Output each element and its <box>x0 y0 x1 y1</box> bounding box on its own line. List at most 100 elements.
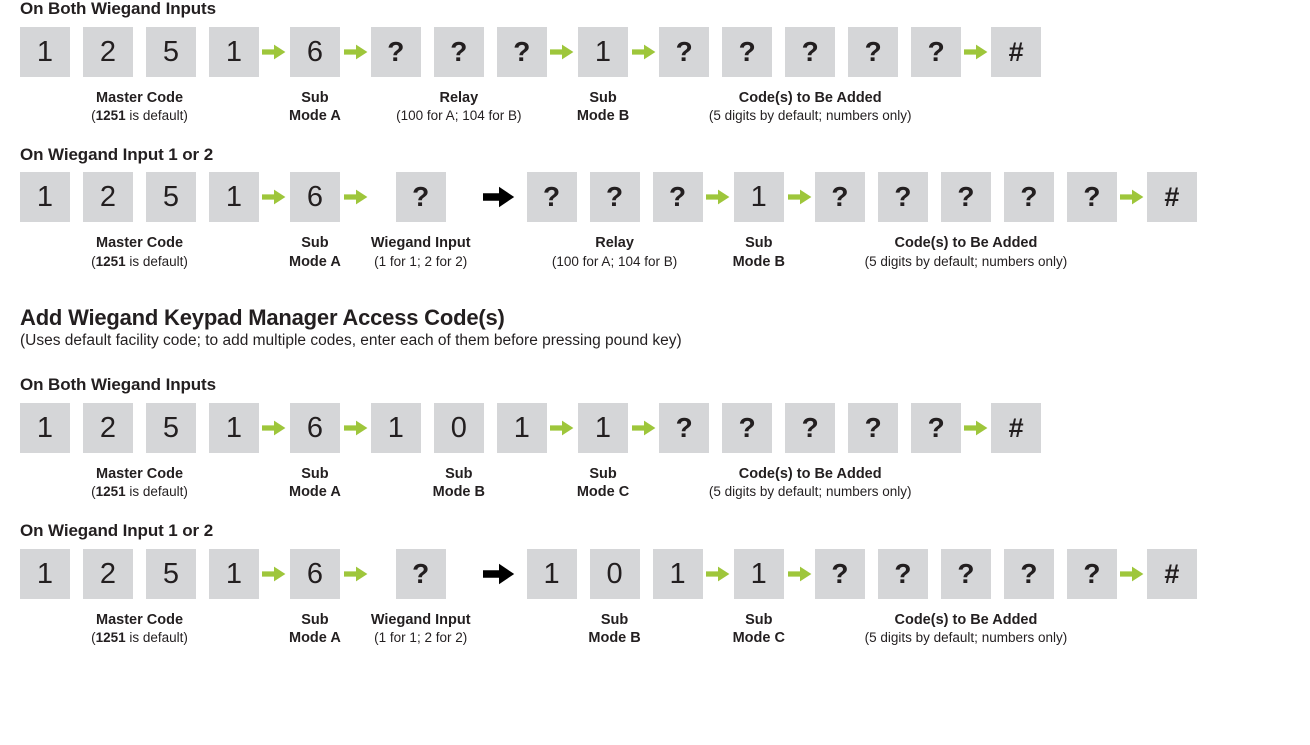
keypad-key[interactable]: 6 <box>289 172 340 223</box>
keypad-key[interactable]: 2 <box>83 548 133 599</box>
keypad-key[interactable]: ? <box>1066 548 1117 599</box>
key-group-label-line: Mode A <box>289 254 341 271</box>
key-group-keys: # <box>1146 548 1197 599</box>
arrow-right-green-icon <box>1117 172 1147 222</box>
keypad-key[interactable]: 5 <box>146 402 196 453</box>
keypad-key[interactable]: 1 <box>209 548 259 599</box>
key-group-keys: 6 <box>289 172 340 223</box>
keypad-key[interactable]: 0 <box>433 402 484 453</box>
keypad-key[interactable]: 1 <box>209 172 259 223</box>
keypad-key[interactable]: ? <box>1003 172 1054 223</box>
key-group-label-line: Relay <box>439 89 479 106</box>
keypad-key[interactable]: # <box>991 26 1042 77</box>
arrow-right-green-icon <box>259 403 289 453</box>
keypad-key[interactable]: ? <box>785 26 836 77</box>
keypad-key[interactable]: ? <box>496 26 547 77</box>
key-group-label-line: Mode B <box>732 254 785 271</box>
keypad-key[interactable]: ? <box>940 172 991 223</box>
keypad-key[interactable]: 1 <box>20 548 70 599</box>
keypad-key[interactable]: ? <box>659 26 710 77</box>
keypad-key[interactable]: ? <box>940 548 991 599</box>
keypad-key[interactable]: 1 <box>578 402 628 453</box>
keypad-key[interactable]: 1 <box>578 26 628 77</box>
keypad-key[interactable]: ? <box>652 172 703 223</box>
keypad-key[interactable]: ? <box>911 402 962 453</box>
keypad-key[interactable]: 5 <box>146 172 196 223</box>
key-group-label-line: Master Code <box>95 465 184 482</box>
key-group-note: (100 for A; 104 for B) <box>551 254 678 270</box>
keypad-key[interactable]: 6 <box>289 26 340 77</box>
keypad-key[interactable]: ? <box>722 26 773 77</box>
keypad-key[interactable]: 2 <box>83 402 133 453</box>
keypad-key[interactable]: ? <box>848 26 899 77</box>
keypad-key[interactable]: ? <box>395 172 446 223</box>
keypad-key[interactable]: ? <box>433 26 484 77</box>
key-group-keys: ??? <box>526 172 703 223</box>
keypad-key[interactable]: ? <box>1066 172 1117 223</box>
keypad-key[interactable]: ? <box>848 402 899 453</box>
note-prefix: ( <box>91 630 96 646</box>
keypad-key[interactable]: ? <box>370 26 421 77</box>
key-group-keys: 1 <box>733 172 784 223</box>
keypad-key[interactable]: ? <box>526 172 577 223</box>
key-group-label-line: Sub <box>301 611 329 628</box>
keypad-key[interactable]: ? <box>722 402 773 453</box>
keypad-key[interactable]: ? <box>877 548 928 599</box>
key-group-note: (1 for 1; 2 for 2) <box>374 254 468 270</box>
keypad-key[interactable]: 1 <box>526 548 577 599</box>
keypad-key[interactable]: 1 <box>209 26 259 77</box>
key-group-note: (1251 is default) <box>91 253 188 271</box>
keypad-key[interactable]: 1 <box>733 172 784 223</box>
keypad-key[interactable]: 1 <box>370 402 421 453</box>
key-group-label-line: Sub <box>445 465 473 482</box>
keypad-key[interactable]: ? <box>1003 548 1054 599</box>
keypad-key[interactable]: 0 <box>589 548 640 599</box>
keypad-key[interactable]: 1 <box>20 402 70 453</box>
key-group-label-line: Mode C <box>732 630 785 647</box>
keypad-key[interactable]: # <box>1146 548 1197 599</box>
key-group: ???Relay(100 for A; 104 for B) <box>526 172 703 270</box>
keypad-key[interactable]: 1 <box>733 548 784 599</box>
key-group-note: (5 digits by default; numbers only) <box>708 484 912 500</box>
keypad-key[interactable]: 5 <box>146 26 196 77</box>
key-group-note: (5 digits by default; numbers only) <box>864 630 1068 646</box>
keypad-key[interactable]: 1 <box>20 172 70 223</box>
keypad-key[interactable]: ? <box>911 26 962 77</box>
keypad-key[interactable]: 1 <box>209 402 259 453</box>
keypad-key[interactable]: ? <box>877 172 928 223</box>
keypad-key[interactable]: ? <box>395 548 446 599</box>
key-group-label-line: Master Code <box>95 235 184 252</box>
arrow-right-green-icon <box>547 403 577 453</box>
note-suffix: is default) <box>125 254 188 270</box>
keypad-key[interactable]: ? <box>814 172 865 223</box>
arrow-right-green-icon <box>259 549 289 599</box>
keypad-key[interactable]: 1 <box>20 26 70 77</box>
key-group-keys: ? <box>395 548 446 599</box>
key-group-note: (1251 is default) <box>91 629 188 647</box>
keypad-key[interactable]: 2 <box>83 26 133 77</box>
keypad-key[interactable]: ? <box>589 172 640 223</box>
keypad-key[interactable]: 6 <box>289 402 340 453</box>
keypad-key[interactable]: 6 <box>289 548 340 599</box>
keypad-key[interactable]: # <box>1146 172 1197 223</box>
keypad-key[interactable]: 2 <box>83 172 133 223</box>
keypad-key[interactable]: 1 <box>652 548 703 599</box>
keypad-key[interactable]: 1 <box>496 402 547 453</box>
keypad-key[interactable]: 5 <box>146 548 196 599</box>
arrow-right-green-icon <box>703 172 733 222</box>
keypad-key[interactable]: ? <box>659 402 710 453</box>
keypad-key[interactable]: # <box>991 402 1042 453</box>
key-group-label-line: Sub <box>589 465 617 482</box>
key-group-keys: 6 <box>289 548 340 599</box>
keypad-key[interactable]: ? <box>814 548 865 599</box>
key-group-label-line: Mode B <box>432 484 485 501</box>
keypad-key[interactable]: ? <box>785 402 836 453</box>
